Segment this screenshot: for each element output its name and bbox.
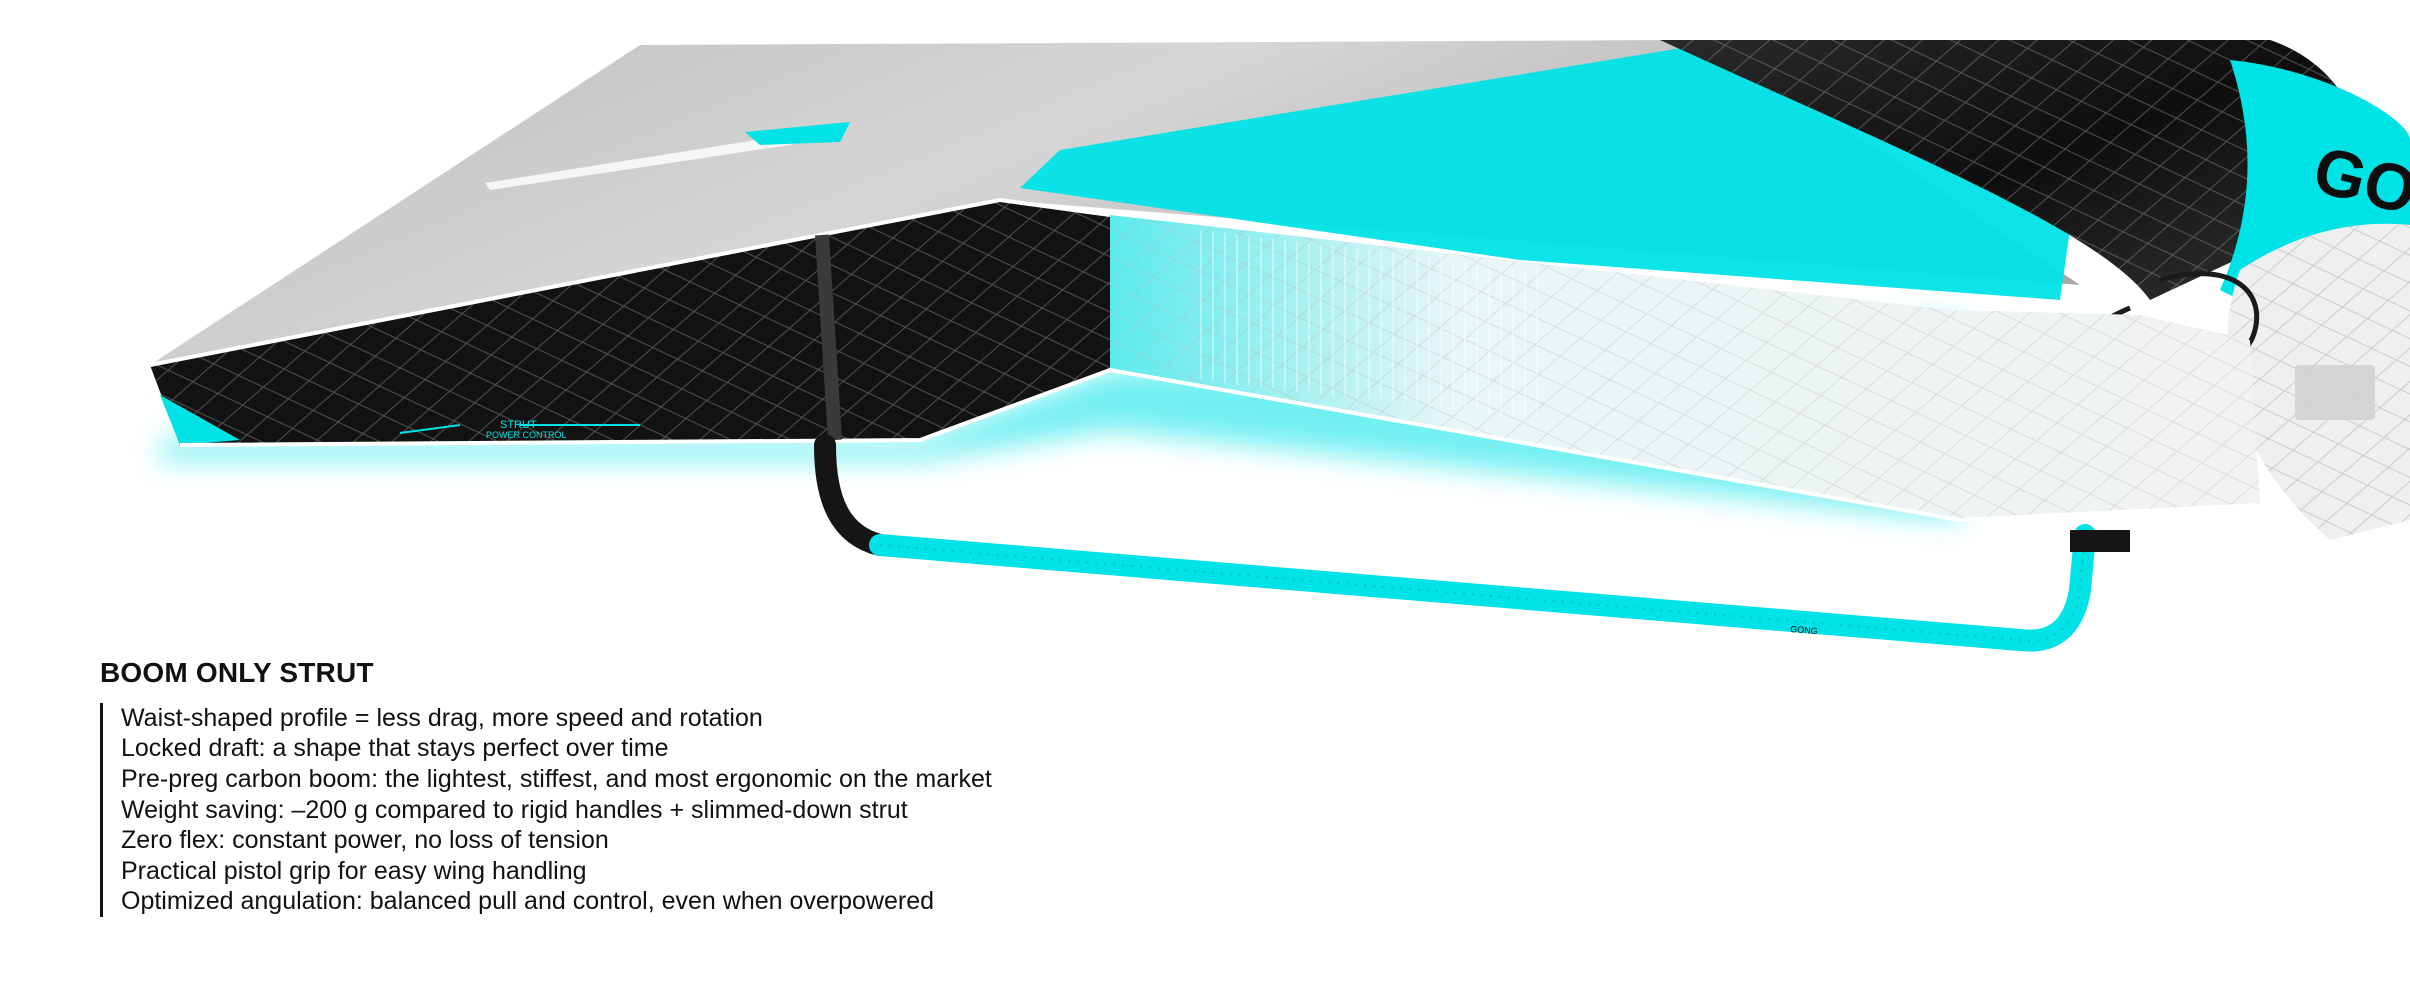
feature-title: BOOM ONLY STRUT xyxy=(100,657,374,688)
feature-item: Optimized angulation: balanced pull and … xyxy=(121,887,935,916)
boom-logo: GONG xyxy=(1790,624,1818,636)
leading-edge: GONG xyxy=(1660,40,2410,540)
strut-clamp xyxy=(815,234,842,441)
feature-item: Practical pistol grip for easy wing hand… xyxy=(121,856,587,885)
feature-item: Waist-shaped profile = less drag, more s… xyxy=(121,703,763,732)
strut-sublabel: POWER CONTROL xyxy=(486,430,567,440)
feature-item: Locked draft: a shape that stays perfect… xyxy=(121,734,669,763)
feature-item: Zero flex: constant power, no loss of te… xyxy=(121,826,609,855)
strut-label: STRUT xyxy=(500,419,537,431)
canopy-window-icon xyxy=(745,122,850,145)
strut: STRUT POWER CONTROL xyxy=(149,197,2261,523)
feature-section: BOOM ONLY STRUT Waist-shaped profile = l… xyxy=(100,657,1400,917)
feature-item: Pre-preg carbon boom: the lightest, stif… xyxy=(121,764,992,793)
feature-item: Weight saving: –200 g compared to rigid … xyxy=(121,795,908,824)
feature-list: Waist-shaped profile = less drag, more s… xyxy=(100,702,1400,917)
boom-handle: GONG xyxy=(814,434,2130,652)
